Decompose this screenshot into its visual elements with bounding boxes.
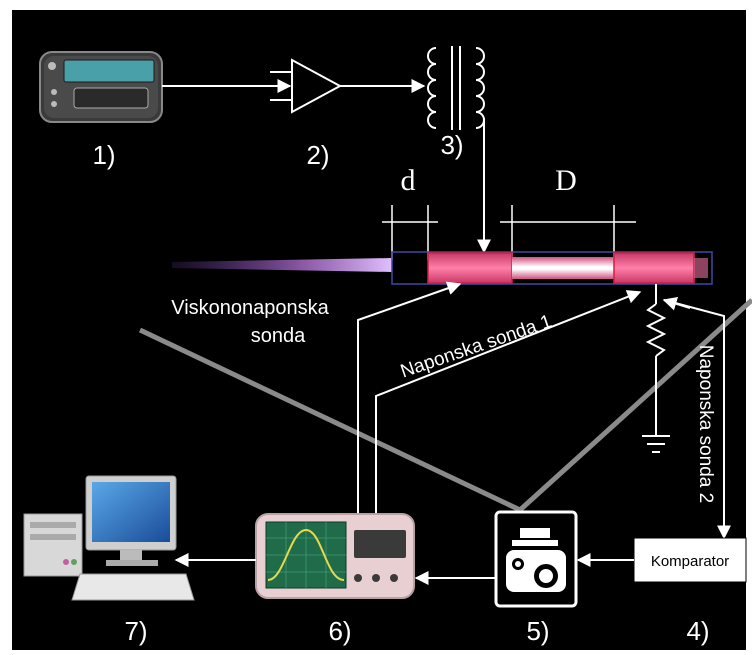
background-diagonal-line (138, 327, 522, 513)
label-7: 7) (124, 616, 147, 646)
oscilloscope-icon (255, 513, 415, 599)
dimension-d (382, 205, 438, 260)
plasma-tube (172, 251, 713, 285)
computer-icon (23, 475, 195, 601)
function-generator-icon (39, 51, 163, 123)
hv-probe-label-line1: Viskononaponska (171, 297, 329, 319)
label-d: d (401, 164, 416, 197)
hv-probe-label-line2: sonda (251, 325, 306, 347)
probe-1-label: Naponska sonda 1 (398, 311, 555, 382)
arrow-probe-2-tip (662, 297, 691, 311)
transformer-icon (427, 46, 485, 130)
label-2: 2) (306, 140, 329, 170)
comparator-box (633, 537, 747, 583)
camera-icon (494, 510, 578, 608)
label-1: 1) (92, 140, 115, 170)
label-5: 5) (526, 616, 549, 646)
label-4: 4) (686, 616, 709, 646)
label-D: D (555, 164, 577, 197)
resistor-icon (645, 284, 667, 436)
label-6: 6) (328, 616, 351, 646)
amplifier-icon (270, 58, 343, 114)
background-diagonal-line (518, 298, 752, 512)
wire-hv-probe (357, 281, 462, 576)
comparator-label: Komparator (651, 553, 729, 570)
label-3: 3) (440, 130, 463, 160)
dimension-D (500, 205, 636, 260)
probe-2-label: Naponska sonda 2 (695, 345, 716, 503)
ground-icon (642, 435, 670, 453)
